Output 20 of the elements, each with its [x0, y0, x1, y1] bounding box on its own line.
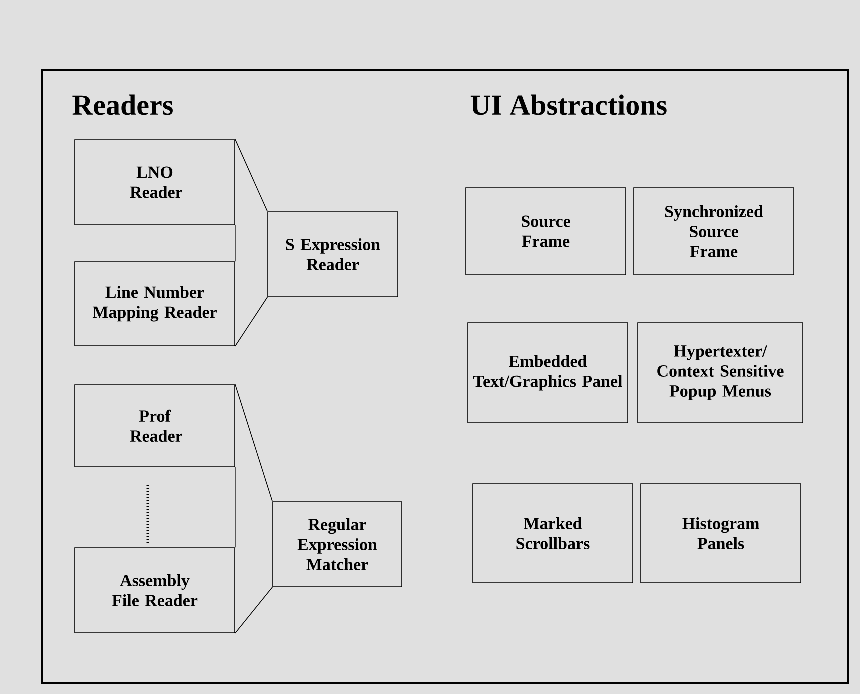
section-heading: UI Abstractions: [470, 94, 667, 116]
component-box: Source Frame: [466, 188, 626, 276]
component-box: Synchronized Source Frame: [634, 188, 794, 276]
connector-line: [235, 297, 268, 347]
component-box: Histogram Panels: [640, 484, 802, 584]
component-box: Embedded Text/Graphics Panel: [468, 322, 628, 424]
connector-line: [235, 467, 236, 548]
reader-box: Prof Reader: [74, 384, 236, 468]
connector-line: [235, 225, 236, 262]
reader-box: Assembly File Reader: [74, 548, 236, 634]
component-box: Hypertexter/ Context Sensitive Popup Menus: [638, 322, 804, 424]
component-box: Marked Scrollbars: [472, 484, 634, 584]
reader-box: LNO Reader: [74, 140, 236, 226]
connector-line: [235, 587, 273, 634]
frame-box: [41, 69, 849, 684]
reader-box: S Expression Reader: [268, 212, 398, 298]
connector-line: [235, 139, 268, 212]
reader-box: Line Number Mapping Reader: [74, 262, 236, 346]
connector-line: [235, 384, 273, 502]
reader-box: Regular Expression Matcher: [272, 502, 402, 588]
